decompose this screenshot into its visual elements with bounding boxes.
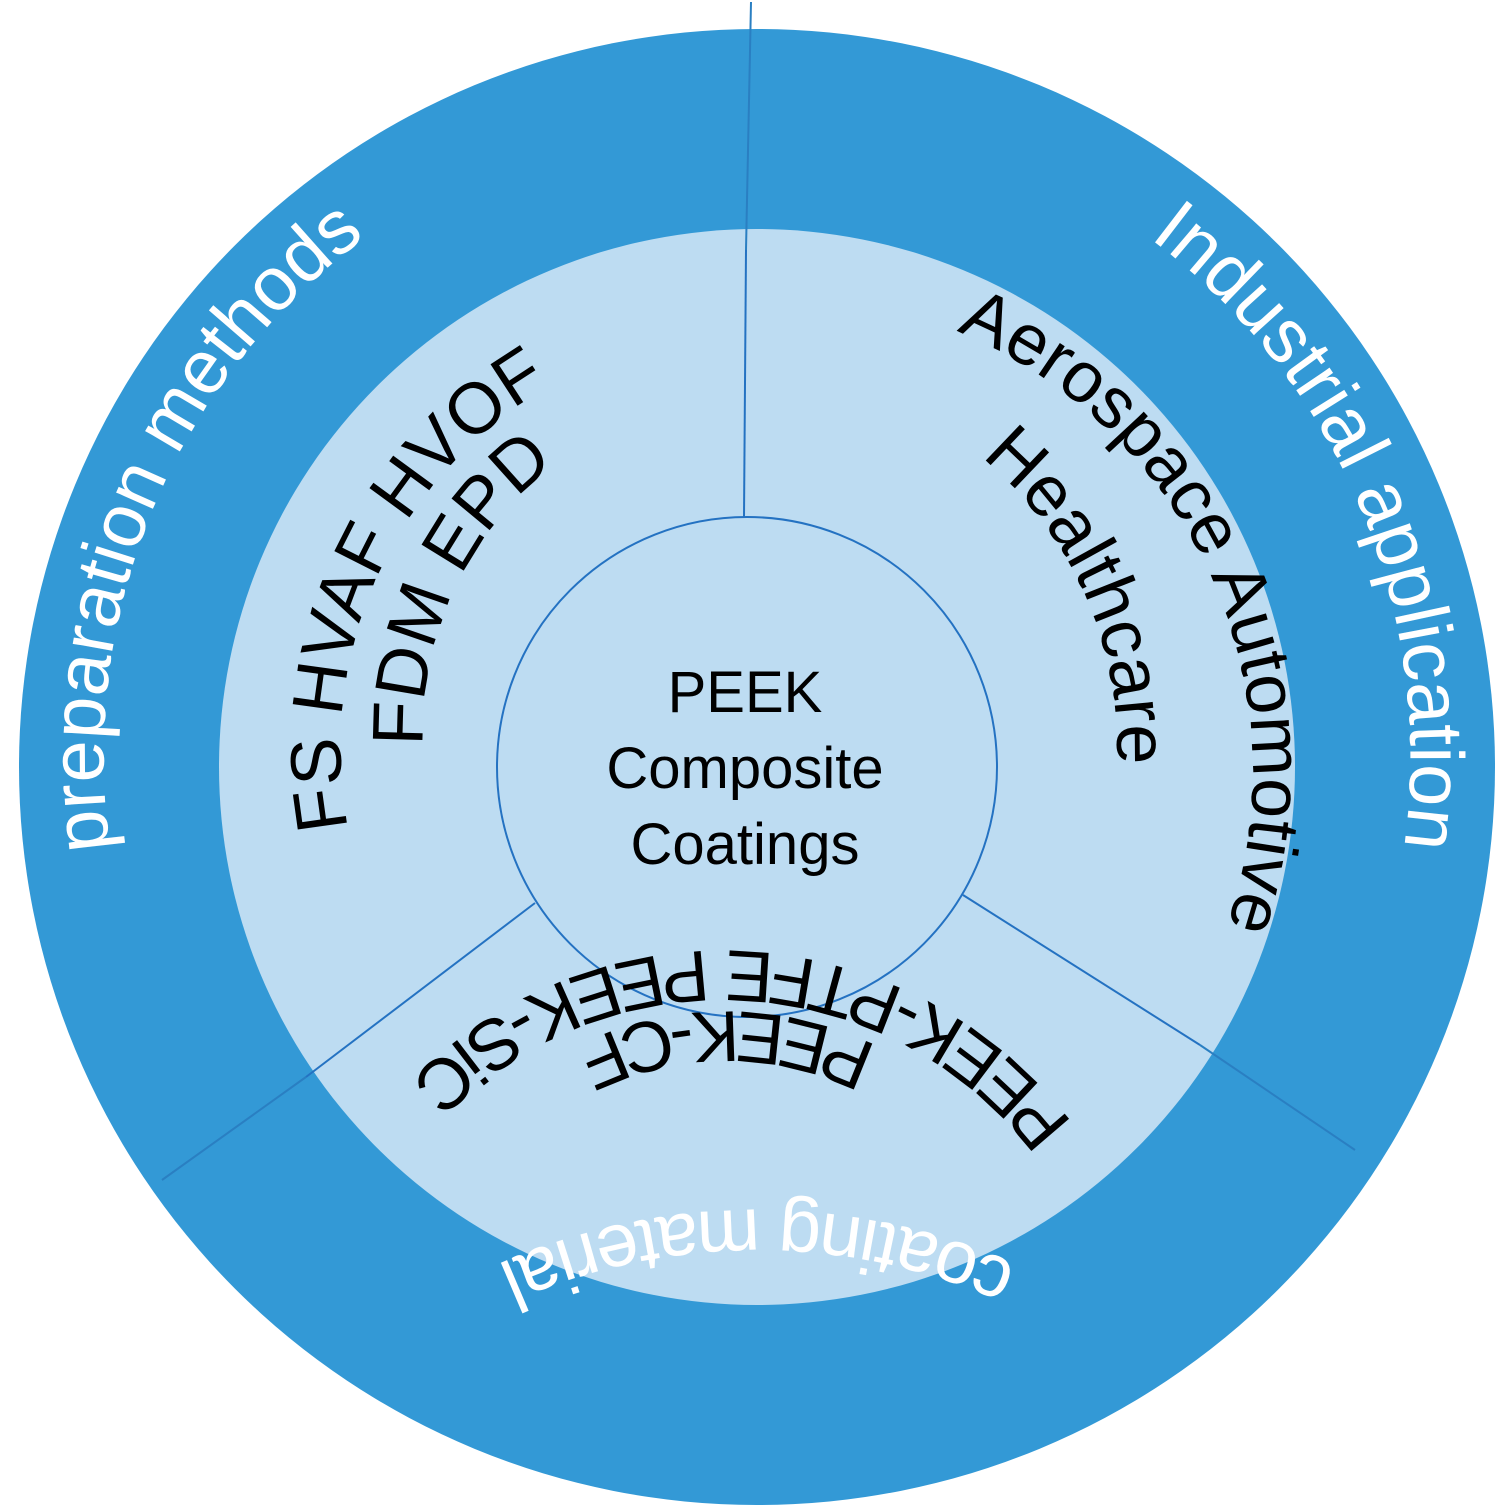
center-circle bbox=[496, 516, 998, 1018]
divider-right-inner bbox=[962, 894, 1201, 1046]
divider-left-outer bbox=[161, 1076, 307, 1181]
divider-right-outer bbox=[1199, 1044, 1356, 1151]
divider-left-inner bbox=[305, 902, 536, 1078]
center-label-line-2: Composite bbox=[606, 736, 883, 801]
center-label-line-1: PEEK bbox=[668, 660, 823, 725]
center-label-line-3: Coatings bbox=[631, 812, 860, 877]
divider-top-inner bbox=[743, 249, 747, 518]
divider-top-outer bbox=[745, 1, 752, 251]
